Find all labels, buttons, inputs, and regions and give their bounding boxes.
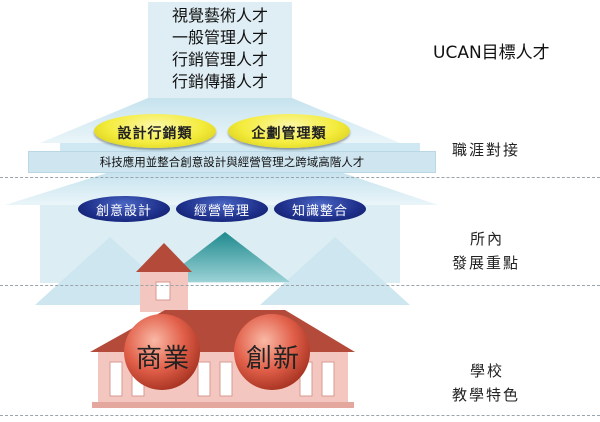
talent-line-4: 行銷傳播人才: [171, 72, 268, 91]
building-base: [92, 402, 354, 408]
separator-3: [0, 415, 600, 416]
level-career: 職涯對接: [452, 141, 521, 159]
disk-label: 創意設計: [95, 204, 152, 219]
level-dept-2: 發展重點: [452, 254, 521, 272]
target-talent-box: 視覺藝術人才 一般管理人才 行銷管理人才 行銷傳播人才: [148, 2, 292, 98]
level-dept-1: 所內: [470, 230, 505, 248]
disk-creative-design: 創意設計: [78, 196, 170, 232]
separator-1: [0, 177, 600, 178]
level-school-1: 學校: [470, 362, 505, 380]
tower-window: [155, 281, 171, 301]
separator-2: [0, 285, 600, 286]
ball-label-innovation: 創新: [246, 344, 301, 374]
disk-label: 知識整合: [291, 204, 348, 219]
disk-knowledge-integration: 知識整合: [274, 196, 366, 232]
right-arrow: [260, 237, 410, 305]
talent-line-1: 視覺藝術人才: [171, 6, 268, 25]
level-school-2: 教學特色: [452, 386, 521, 404]
pill-label: 企劃管理類: [251, 126, 327, 142]
pill-label: 設計行銷類: [117, 126, 193, 142]
band-label: 科技應用並整合創意設計與經營管理之跨域高階人才: [99, 155, 365, 169]
ball-innovation: [234, 314, 310, 390]
pill-planning-management: 企劃管理類: [228, 114, 350, 148]
ball-commerce: [124, 314, 200, 390]
disk-label: 經營管理: [193, 204, 250, 219]
talent-line-3: 行銷管理人才: [171, 50, 268, 69]
tower-roof: [136, 243, 192, 272]
center-teal-arrow: [160, 232, 290, 282]
cross-domain-band: 科技應用並整合創意設計與經營管理之跨域高階人才: [28, 151, 436, 173]
goal-label: UCAN目標人才: [433, 43, 550, 63]
ball-label-commerce: 商業: [136, 344, 191, 374]
talent-line-2: 一般管理人才: [171, 28, 268, 47]
disk-business-management: 經營管理: [176, 196, 268, 232]
pill-design-marketing: 設計行銷類: [94, 114, 216, 148]
